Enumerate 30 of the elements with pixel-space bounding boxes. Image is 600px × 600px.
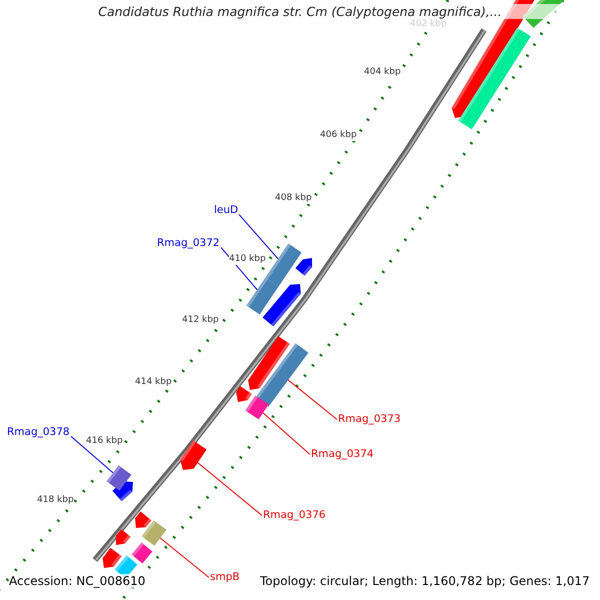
leader-line [70, 436, 114, 474]
scale-label: 406 kbp [320, 130, 357, 141]
gene-block [106, 465, 132, 491]
gene-block [180, 440, 207, 470]
scale-label: 414 kbp [135, 377, 172, 388]
info-text: Topology: circular; Length: 1,160,782 bp; Genes: 1,017 [260, 574, 590, 588]
gene-block [246, 278, 279, 314]
leader-line [262, 412, 310, 455]
gene-label: Rmag_0374 [311, 448, 374, 461]
scale-label: 410 kbp [229, 254, 266, 265]
leader-line [197, 462, 262, 516]
info-text: Accession: NC_008610 [9, 574, 146, 588]
gene-block [245, 396, 269, 420]
scale-label: 416 kbp [86, 436, 123, 447]
gene-label: Rmag_0373 [338, 413, 401, 426]
scale-label: 412 kbp [182, 315, 219, 326]
scale-label: 418 kbp [37, 495, 74, 506]
gene-label: Rmag_0376 [263, 509, 326, 522]
gene-label: Rmag_0378 [7, 426, 70, 439]
gene-block [265, 244, 302, 286]
leader-line [238, 214, 279, 260]
scale-label: 404 kbp [364, 67, 401, 78]
leader-line [160, 538, 210, 578]
gene-block [142, 520, 166, 546]
gene-block [256, 343, 308, 407]
gene-label: Rmag_0372 [157, 237, 220, 250]
leader-line [288, 380, 338, 420]
gene-label: leuD [214, 204, 238, 217]
gene-label: smpB [210, 571, 240, 584]
scale-label: 408 kbp [275, 193, 312, 204]
